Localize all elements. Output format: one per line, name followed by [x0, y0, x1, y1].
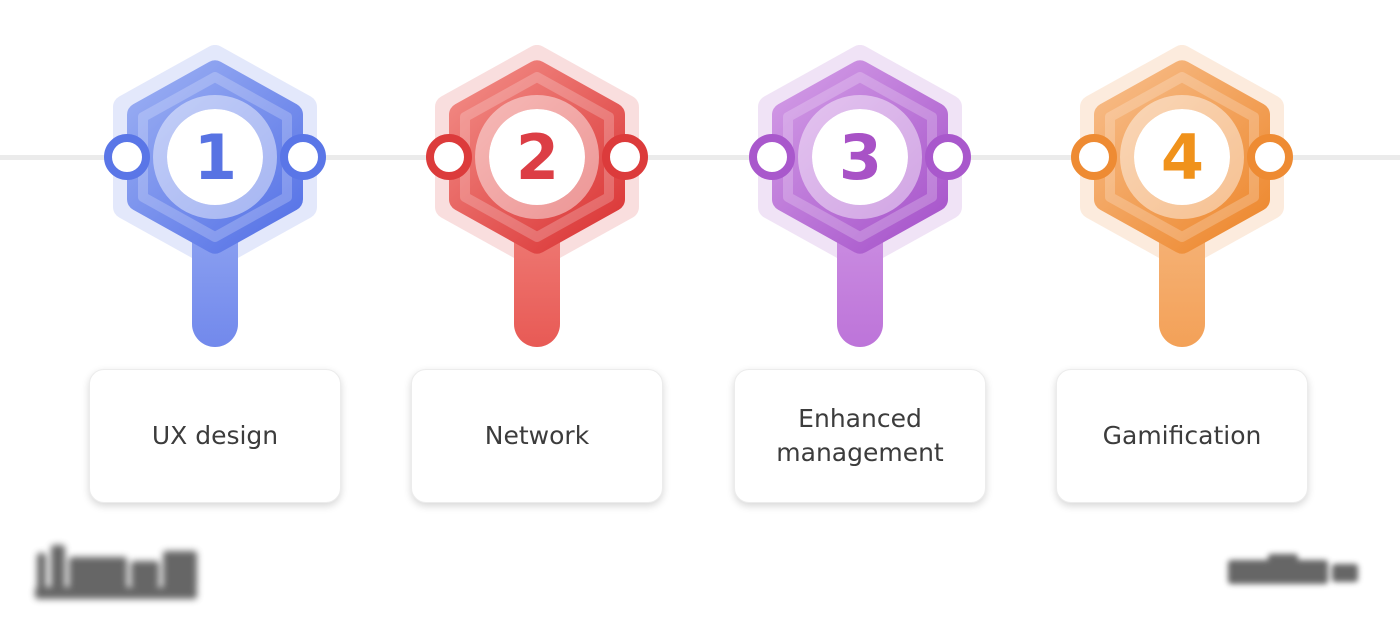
watermark-shape — [1268, 554, 1298, 564]
step-number: 2 — [515, 120, 559, 194]
watermark-shape — [163, 551, 197, 589]
marker-hexagon-bevel — [783, 72, 937, 242]
watermark-shape — [1332, 564, 1358, 582]
step-number: 4 — [1160, 120, 1204, 194]
marker-right-dot — [925, 134, 971, 180]
step-marker-graphic — [426, 45, 648, 347]
marker-number-ring — [153, 95, 277, 219]
marker-number-ring — [798, 95, 922, 219]
step-label: Enhanced management — [776, 404, 944, 467]
step-label: Gamification — [1102, 421, 1262, 451]
watermark-bottom-left — [33, 543, 203, 601]
watermark-shape — [35, 587, 197, 599]
watermark-shape — [69, 557, 127, 589]
step-label-card: Enhanced management — [734, 369, 986, 503]
marker-number-ring — [475, 95, 599, 219]
step-marker-graphic — [749, 45, 971, 347]
marker-number-circle — [167, 109, 263, 205]
watermark-shape — [131, 561, 159, 587]
timeline-step-2: 2 Network — [407, 0, 667, 510]
watermark-shape — [1228, 560, 1328, 584]
marker-left-dot — [1071, 134, 1117, 180]
timeline-step-1: 1 UX design — [85, 0, 345, 510]
step-number: 1 — [193, 120, 237, 194]
marker-right-dot — [1247, 134, 1293, 180]
marker-left-dot — [104, 134, 150, 180]
step-number: 3 — [838, 120, 882, 194]
marker-number-ring — [1120, 95, 1244, 219]
step-marker-graphic — [104, 45, 326, 347]
marker-number-circle — [1134, 109, 1230, 205]
marker-hexagon-bevel — [138, 72, 292, 242]
marker-left-dot — [426, 134, 472, 180]
step-label-card: Network — [411, 369, 663, 503]
timeline-step-4: 4 Gamification — [1052, 0, 1312, 510]
watermark-bottom-right — [1228, 554, 1360, 590]
step-marker-graphic — [1071, 45, 1293, 347]
step-label: Network — [484, 421, 590, 451]
marker-right-dot — [280, 134, 326, 180]
step-label-card: Gamification — [1056, 369, 1308, 503]
timeline-step-3: 3 Enhanced management — [730, 0, 990, 510]
step-label-card: UX design — [89, 369, 341, 503]
marker-hexagon-bevel — [460, 72, 614, 242]
watermark-shape — [51, 545, 65, 589]
marker-number-circle — [489, 109, 585, 205]
marker-number-circle — [812, 109, 908, 205]
step-label: UX design — [151, 421, 279, 451]
marker-hexagon-bevel — [1105, 72, 1259, 242]
marker-left-dot — [749, 134, 795, 180]
watermark-shape — [37, 553, 46, 589]
timeline-line — [0, 155, 1400, 160]
marker-right-dot — [602, 134, 648, 180]
